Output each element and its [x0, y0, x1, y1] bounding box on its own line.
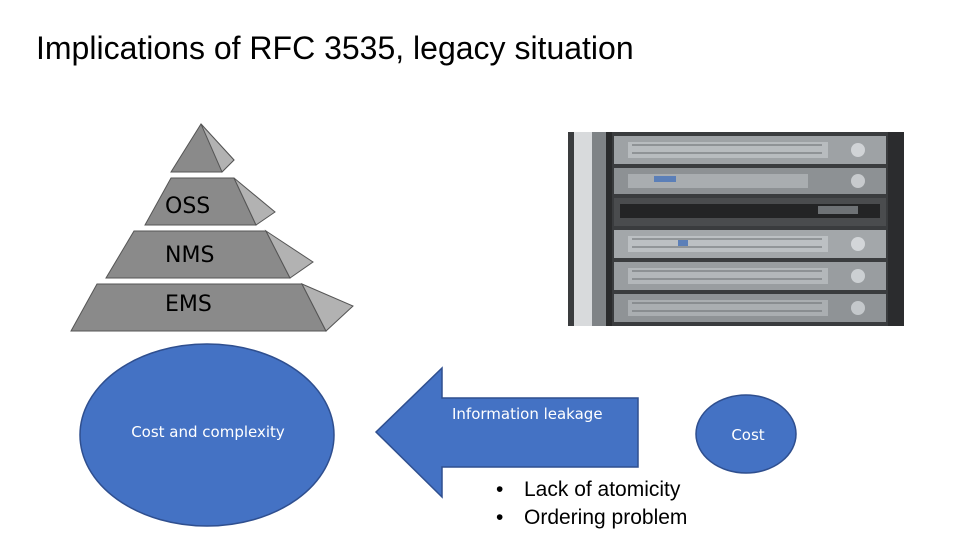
pyramid-layer-nms-side	[264, 229, 314, 279]
information-leakage-arrow	[374, 366, 639, 499]
pyramid-layer-ems-side	[300, 282, 354, 332]
server-unit-6	[614, 294, 886, 322]
information-leakage-label: Information leakage	[452, 405, 603, 423]
vent-pattern	[632, 144, 822, 312]
pyramid-layer-oss-side	[233, 177, 276, 226]
pyramid-label-nms: NMS	[165, 243, 214, 268]
cost-label: Cost	[731, 426, 764, 444]
cost-complexity-label: Cost and complexity	[131, 423, 285, 441]
server-unit-4	[614, 230, 886, 258]
slide-title: Implications of RFC 3535, legacy situati…	[36, 30, 634, 66]
cost-complexity-ellipse	[79, 343, 335, 527]
server-unit-1	[614, 136, 886, 164]
server-unit-5	[614, 262, 886, 290]
server-unit-2	[614, 168, 886, 194]
pyramid-apex-side	[200, 123, 235, 173]
pyramid-label-oss: OSS	[165, 194, 210, 219]
bullet-item: Lack of atomicity	[496, 476, 687, 504]
cost-circle	[695, 394, 797, 474]
bullet-item: Ordering problem	[496, 504, 687, 532]
issues-bullet-list: Lack of atomicity Ordering problem	[496, 476, 687, 532]
server-unit-3	[614, 198, 886, 226]
pyramid-label-ems: EMS	[165, 292, 212, 317]
server-rack-photo	[568, 132, 904, 326]
